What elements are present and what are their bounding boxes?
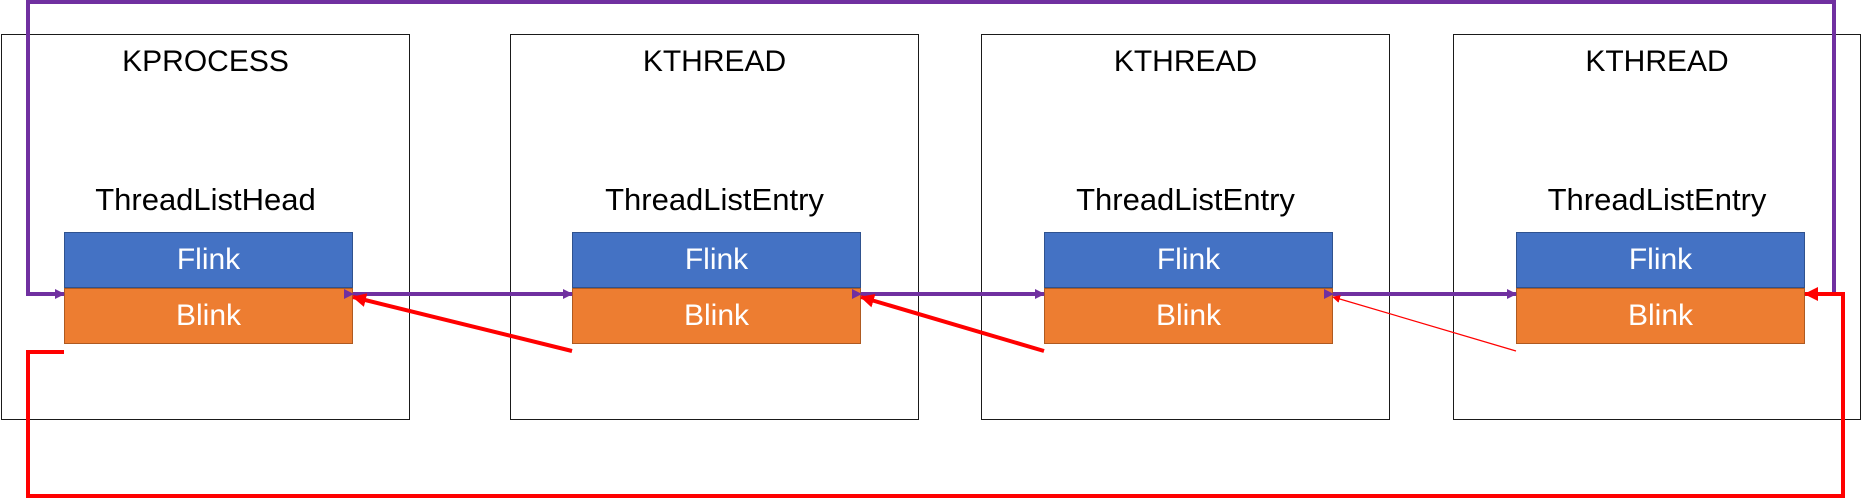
flink-cell-kprocess: Flink	[64, 232, 353, 288]
structure-title: KTHREAD	[1113, 45, 1258, 78]
field-name: ThreadListEntry	[605, 182, 824, 217]
blink-cell-kthread-1: Blink	[572, 288, 861, 344]
structure-title: KTHREAD	[1585, 45, 1729, 78]
blink-cell-kprocess: Blink	[64, 288, 353, 344]
structure-title: KTHREAD	[642, 45, 787, 78]
flink-arrow-3-to-0	[26, 0, 1836, 299]
field-name: ThreadListHead	[95, 182, 316, 217]
blink-arrow-2-to-1	[860, 293, 1045, 353]
structure-title: KPROCESS	[122, 45, 289, 78]
flink-cell-kthread-3: Flink	[1516, 232, 1805, 288]
blink-arrow-1-to-0	[352, 293, 573, 353]
flink-cell-kthread-2: Flink	[1044, 232, 1333, 288]
blink-arrow-3-to-2	[1332, 295, 1517, 352]
blink-cell-kthread-3: Blink	[1516, 288, 1805, 344]
field-name: ThreadListEntry	[1076, 182, 1295, 217]
field-name: ThreadListEntry	[1547, 182, 1767, 217]
blink-cell-kthread-2: Blink	[1044, 288, 1333, 344]
flink-cell-kthread-1: Flink	[572, 232, 861, 288]
blink-arrow-0-to-3	[26, 287, 1845, 498]
